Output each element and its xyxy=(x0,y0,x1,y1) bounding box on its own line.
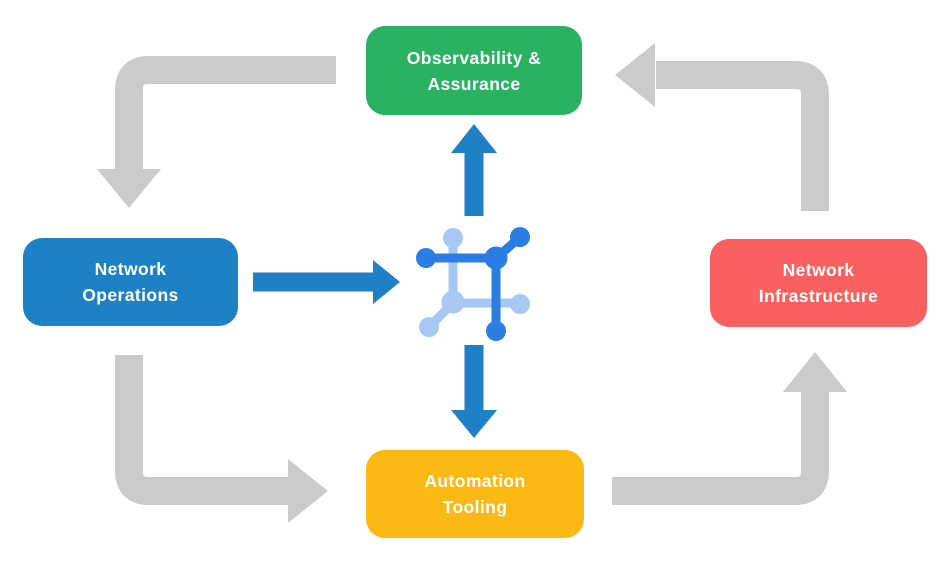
node-label-line: Operations xyxy=(82,285,179,305)
arrow-observability-to-operations xyxy=(97,56,336,208)
node-observability-assurance: Observability & Assurance xyxy=(366,26,582,115)
node-label-line: Assurance xyxy=(427,73,521,94)
node-automation-tooling: Automation Tooling xyxy=(366,450,584,538)
node-label-line: Network xyxy=(782,260,855,280)
node-network-infrastructure: Network Infrastructure xyxy=(710,239,927,327)
node-label-line: Tooling xyxy=(442,497,508,517)
node-label-line: Automation xyxy=(424,471,526,491)
network-mesh-icon-light-strokes xyxy=(419,228,530,337)
network-mesh-icon-bright-strokes xyxy=(416,227,530,341)
arrow-operations-to-center xyxy=(253,260,400,304)
network-mesh-icon xyxy=(416,227,530,341)
node-label-line: Network xyxy=(94,259,167,279)
arrow-infrastructure-to-observability xyxy=(615,43,829,211)
arrow-automation-to-infrastructure xyxy=(612,352,847,505)
node-label-line: Observability & xyxy=(406,47,542,68)
arrow-center-to-automation xyxy=(451,345,497,438)
node-label-line: Infrastructure xyxy=(758,286,879,306)
arrow-operations-to-automation xyxy=(115,355,328,523)
node-network-operations: Network Operations xyxy=(23,238,238,326)
arrow-center-to-observability xyxy=(451,124,497,216)
